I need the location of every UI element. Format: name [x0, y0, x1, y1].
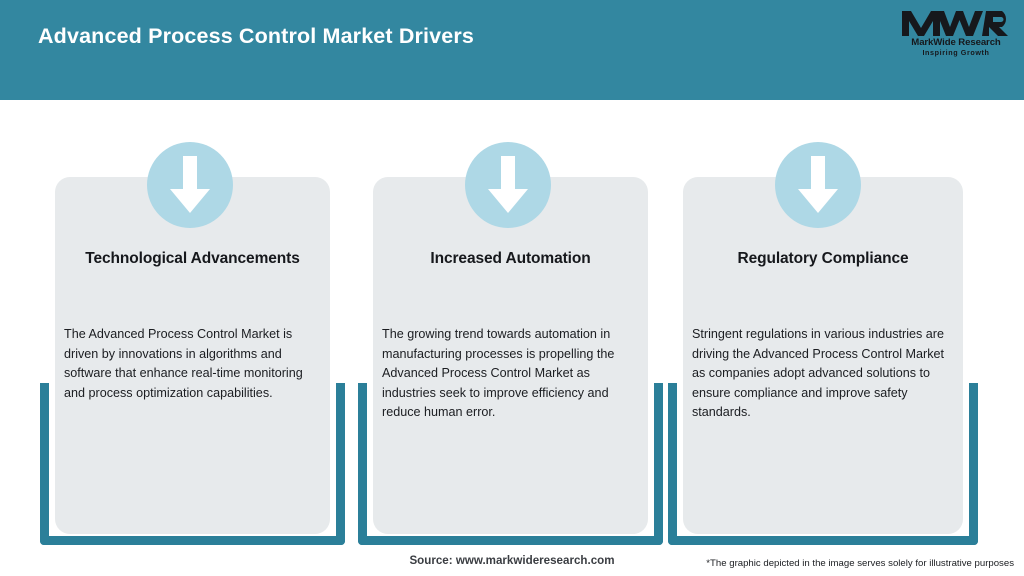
card-body-text: Stringent regulations in various industr…: [692, 327, 945, 420]
driver-cards-container: Technological Advancements The Advanced …: [0, 100, 1024, 545]
down-arrow-icon: [775, 142, 861, 228]
card-accent-frame: [358, 383, 663, 545]
card-accent-frame: [40, 383, 345, 545]
source-label: Source: www.markwideresearch.com: [409, 554, 615, 567]
mwr-monogram-icon: [902, 11, 1008, 36]
card-accent-frame: [668, 383, 978, 545]
card-title: Regulatory Compliance: [737, 250, 909, 267]
driver-card: Technological Advancements The Advanced …: [40, 100, 350, 545]
card-title: Technological Advancements: [85, 250, 300, 267]
card-body-text: The growing trend towards automation in …: [382, 327, 615, 420]
down-arrow-glyph: [170, 156, 210, 213]
down-arrow-glyph: [798, 156, 838, 213]
page-title: Advanced Process Control Market Drivers: [38, 24, 475, 48]
disclaimer-label: *The graphic depicted in the image serve…: [706, 558, 1014, 569]
driver-card: Regulatory Compliance Stringent regulati…: [668, 100, 978, 545]
driver-card: Increased Automation The growing trend t…: [358, 100, 668, 545]
card-panel: Regulatory Compliance Stringent regulati…: [683, 177, 963, 534]
card-body-text: The Advanced Process Control Market is d…: [64, 327, 303, 400]
down-arrow-icon: [465, 142, 551, 228]
card-panel: Technological Advancements The Advanced …: [55, 177, 330, 534]
logo-tagline: Inspiring Growth: [922, 48, 990, 57]
down-arrow-icon: [147, 142, 233, 228]
company-logo: MarkWide Research Inspiring Growth: [900, 8, 1012, 60]
down-arrow-glyph: [488, 156, 528, 213]
logo-company-name: MarkWide Research: [911, 37, 1001, 48]
card-panel: Increased Automation The growing trend t…: [373, 177, 648, 534]
card-title: Increased Automation: [430, 250, 591, 267]
page-header: Advanced Process Control Market Drivers …: [0, 0, 1024, 100]
